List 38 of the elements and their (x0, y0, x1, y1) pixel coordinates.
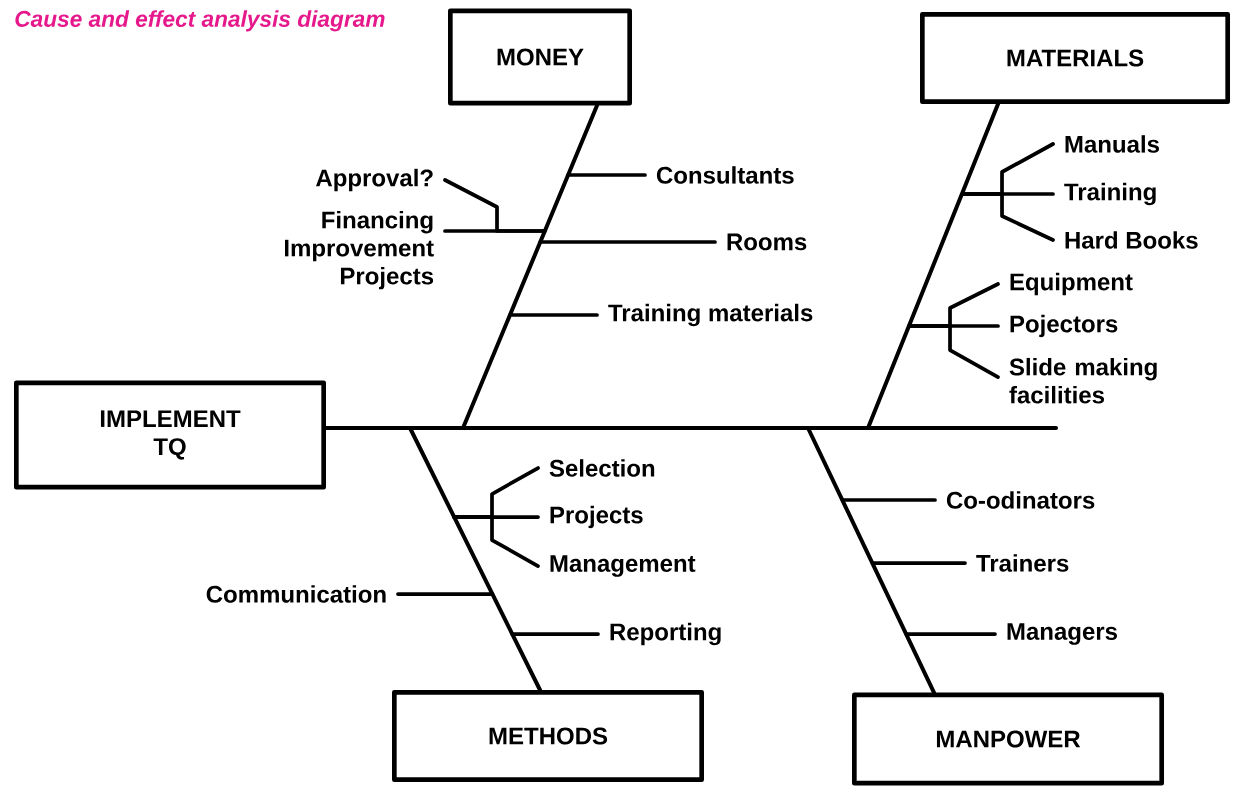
cause-label: Financing Improvement Projects (285, 210, 434, 290)
cause-label: Approval? (316, 168, 433, 192)
branch-line (566, 173, 647, 177)
category-box: MONEY (448, 8, 632, 106)
cause-label: Rooms (727, 233, 807, 251)
cause-label: Co-odinators (946, 491, 1095, 509)
branch-line (538, 240, 717, 244)
category-box: METHODS (392, 690, 704, 782)
bone-line (324, 426, 936, 695)
category-box: MATERIALS (920, 12, 1230, 104)
category-box: IMPLEMENT TQ (14, 380, 326, 490)
cause-label: Trainers (976, 554, 1069, 572)
cause-label: Equipment (1010, 272, 1133, 296)
branch-line (452, 515, 540, 568)
cause-label: Hard Books (1065, 231, 1198, 249)
cause-label: Reporting (610, 622, 721, 646)
cause-label: Managers (1007, 623, 1117, 645)
branch-line (510, 632, 600, 636)
branch-line (508, 313, 599, 317)
cause-label: Training (1064, 182, 1156, 206)
branch-line (396, 592, 495, 596)
title: Cause and effect analysis diagram (15, 10, 385, 32)
cause-label: Training materials (608, 303, 813, 327)
cause-label: Manuals (1065, 135, 1159, 153)
cause-label: Pojectors (1010, 314, 1118, 338)
cause-label: Selection (549, 459, 655, 477)
cause-label: Management (550, 555, 696, 577)
branch-line (907, 324, 1000, 379)
cause-label: Projects (550, 505, 643, 529)
branch-line (960, 192, 1055, 242)
branch-line (904, 632, 997, 636)
cause-label: Consultants (656, 166, 794, 184)
branch-line (443, 229, 547, 233)
branch-line (840, 498, 937, 502)
cause-label: Slide making facilities (1009, 357, 1157, 404)
cause-label: Communication (206, 585, 386, 603)
category-box: MANPOWER (852, 692, 1164, 786)
branch-line (870, 561, 967, 565)
